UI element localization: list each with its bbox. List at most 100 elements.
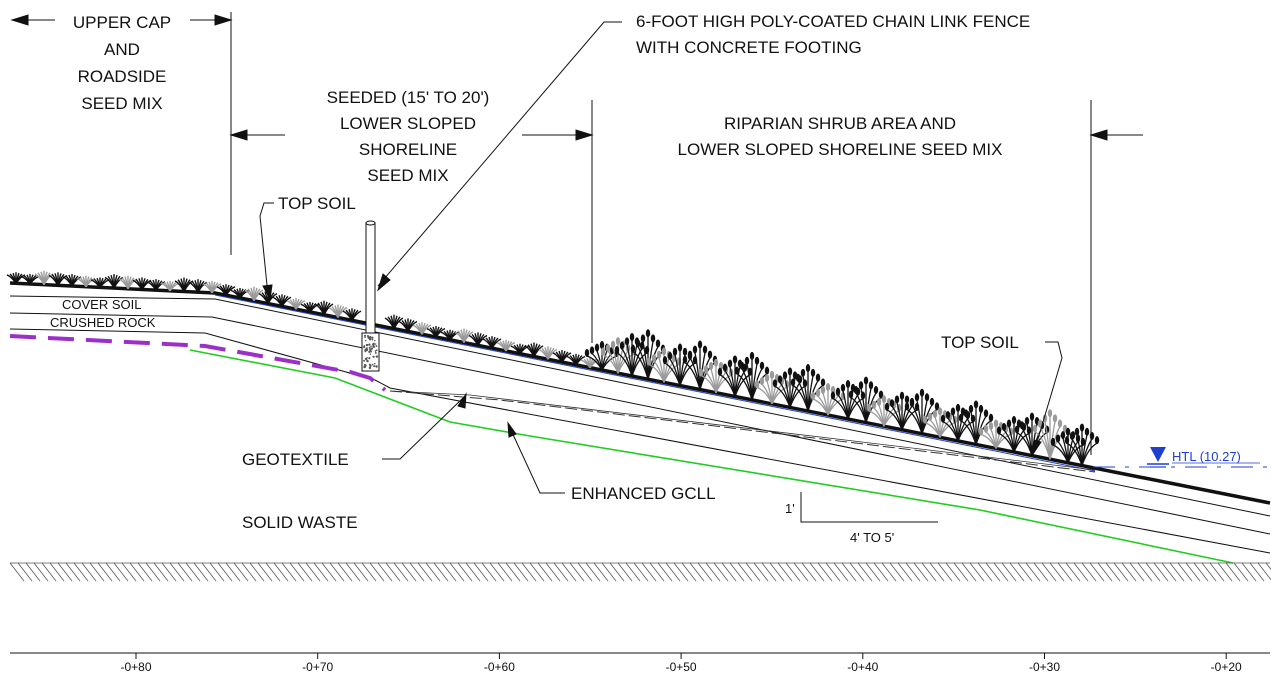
- speckle: [370, 345, 372, 348]
- slope-rise-label: 1': [785, 501, 795, 516]
- grass-tuft: [48, 272, 68, 286]
- hatch-stroke: [929, 562, 945, 582]
- speckle: [366, 334, 370, 338]
- shrub: [922, 407, 958, 438]
- hatch-stroke: [345, 562, 361, 582]
- hatch-stroke: [969, 562, 985, 582]
- speckle: [368, 357, 371, 360]
- hatch-stroke: [609, 562, 625, 582]
- hatch-stroke: [681, 562, 697, 582]
- geotextile-label: GEOTEXTILE: [242, 450, 349, 469]
- hatch-stroke: [729, 562, 745, 582]
- seeded-line-2: LOWER SLOPED: [340, 114, 476, 133]
- grass-tuft: [496, 339, 516, 352]
- hatch-stroke: [369, 562, 385, 582]
- hatch-stroke: [217, 562, 233, 582]
- zone-boundaries: [230, 12, 1092, 455]
- hatch-stroke: [129, 562, 145, 582]
- geomembrane-line: [9, 334, 387, 392]
- hatch-stroke: [1025, 562, 1041, 582]
- fence-post: [365, 222, 376, 334]
- hatch-stroke: [169, 562, 185, 582]
- enhanced-gcll-line: [189, 349, 1234, 564]
- crushed-rock-line: [9, 312, 1271, 535]
- hatch-stroke: [697, 562, 713, 582]
- hatch-stroke: [977, 562, 993, 582]
- speckle: [375, 365, 378, 368]
- hatch-stroke: [713, 562, 729, 582]
- hatch-stroke: [121, 562, 137, 582]
- hatch-stroke: [937, 562, 953, 582]
- hatch-stroke: [657, 562, 673, 582]
- hatch-stroke: [457, 562, 473, 582]
- hatch-stroke: [785, 562, 801, 582]
- hatch-stroke: [689, 562, 705, 582]
- crushed-rock-label: CRUSHED ROCK: [50, 315, 156, 330]
- hatch-stroke: [273, 562, 289, 582]
- hatch-stroke: [409, 562, 425, 582]
- htl-triangle: [1150, 447, 1166, 462]
- hatch-stroke: [1185, 562, 1201, 582]
- grass-tuft: [34, 270, 54, 285]
- slope-run-label: 4' TO 5': [850, 530, 894, 545]
- hatch-stroke: [385, 562, 401, 582]
- grass-tuft: [538, 346, 558, 360]
- speckle: [364, 336, 366, 339]
- grass-tuft: [580, 357, 600, 369]
- subgrade-line: [9, 328, 1271, 554]
- hatch-stroke: [337, 562, 353, 582]
- hatch-stroke: [881, 562, 897, 582]
- speckle: [374, 362, 376, 365]
- grass-tuft: [440, 329, 460, 341]
- hatch-stroke: [361, 562, 377, 582]
- hatch-stroke: [465, 562, 481, 582]
- upper-cap-line-2: AND: [104, 40, 140, 59]
- hatch-stroke: [1201, 562, 1217, 582]
- hatch-stroke: [889, 562, 905, 582]
- speckle: [374, 340, 376, 342]
- hatch-stroke: [945, 562, 961, 582]
- grass-tuft: [454, 328, 474, 343]
- hatch-stroke: [49, 562, 65, 582]
- hatch-stroke: [1169, 562, 1185, 582]
- hatch-stroke: [257, 562, 273, 582]
- top-soil-left-label: TOP SOIL: [278, 194, 356, 213]
- footing-speckle: [363, 334, 379, 370]
- speckle: [365, 339, 367, 342]
- hatch-stroke: [353, 562, 369, 582]
- hatch-stroke: [537, 562, 553, 582]
- hatch-stroke: [921, 562, 937, 582]
- hatch-stroke: [449, 562, 465, 582]
- hatch-stroke: [897, 562, 913, 582]
- hatch-stroke: [185, 562, 201, 582]
- hatch-stroke: [1073, 562, 1089, 582]
- hatch-stroke: [625, 562, 641, 582]
- shrub: [830, 380, 866, 420]
- soil-layers: [9, 281, 1271, 554]
- hatch-stroke: [161, 562, 177, 582]
- speckle: [372, 342, 375, 346]
- upper-cap-line-4: SEED MIX: [81, 94, 162, 113]
- hatch-stroke: [953, 562, 969, 582]
- grass-tuft: [384, 314, 404, 329]
- hatch-stroke: [441, 562, 457, 582]
- bedrock-hatch: [9, 562, 1271, 582]
- speckle: [375, 345, 378, 348]
- hatch-stroke: [673, 562, 689, 582]
- hatch-stroke: [1257, 562, 1271, 581]
- shrub: [884, 391, 920, 430]
- hatch-stroke: [17, 562, 33, 582]
- hatch-stroke: [993, 562, 1009, 582]
- hatch-stroke: [177, 562, 193, 582]
- grass-tuft: [482, 336, 502, 349]
- speckle: [368, 338, 372, 341]
- hatch-stroke: [545, 562, 561, 582]
- speckle: [364, 350, 367, 353]
- grass-tuft: [314, 300, 334, 316]
- hatch-stroke: [1081, 562, 1097, 582]
- speckle: [368, 346, 371, 349]
- grass-tuft: [230, 287, 250, 299]
- hatch-stroke: [137, 562, 153, 582]
- hatch-stroke: [641, 562, 657, 582]
- hatch-stroke: [817, 562, 833, 582]
